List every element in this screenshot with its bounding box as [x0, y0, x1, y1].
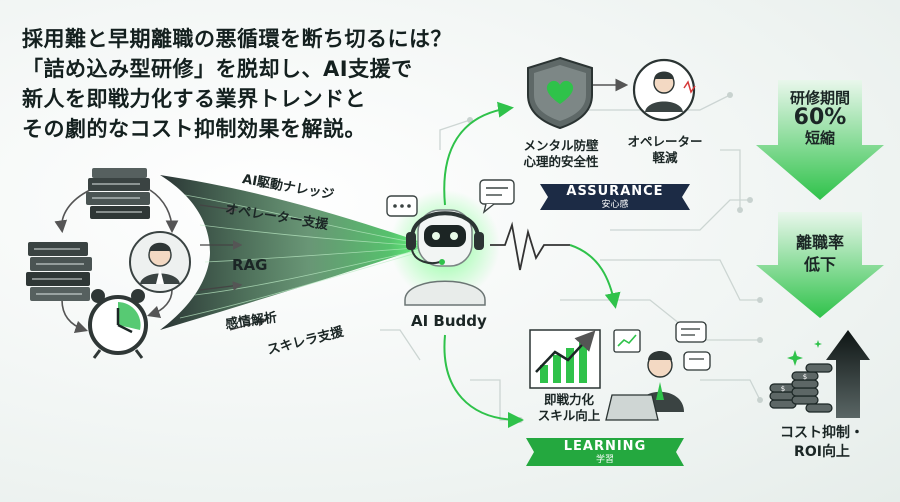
turnover-result-line2: 低下 — [803, 255, 836, 274]
arrow-to-learning-banner — [443, 334, 524, 428]
data-stream — [160, 175, 430, 330]
chat-bubble-icon — [386, 195, 418, 217]
worker-laptop-icon — [605, 351, 684, 421]
turnover-arrow-shape — [756, 212, 884, 318]
cost-result-line2: ROI向上 — [794, 444, 850, 460]
learning-banner-sub: 学習 — [595, 455, 614, 465]
stream-arrows — [199, 204, 268, 331]
books-icon — [86, 168, 150, 219]
mini-chart-icon — [613, 329, 641, 353]
safety-caption: メンタル防壁 心理的安全性 — [523, 138, 599, 169]
headline-line-3: 新人を即戦力化する業界トレンドと — [22, 87, 366, 111]
training-result-value: 60% — [793, 105, 847, 130]
training-result-line1: 研修期間 — [789, 89, 850, 107]
arrow-to-assurance — [443, 101, 514, 206]
stream-label-rag: RAG — [232, 256, 268, 274]
alarm-clock-icon — [88, 289, 148, 359]
assurance-banner: ASSURANCE 安心感 — [540, 184, 690, 211]
skill-caption: 即戦力化 スキル向上 — [537, 392, 601, 423]
speech-bubble-icon — [675, 321, 707, 343]
headline-line-2: 「詰め込み型研修」を脱却し、AI支援で — [22, 57, 413, 81]
operator-icon — [632, 58, 696, 122]
growth-chart-icon — [529, 329, 601, 389]
books-icon-2 — [26, 242, 92, 301]
headline-line-1: 採用難と早期離職の悪循環を断ち切るには？ — [22, 27, 452, 51]
waveform — [490, 221, 570, 271]
training-result-line3: 短縮 — [804, 129, 835, 147]
assurance-banner-shape — [540, 184, 690, 210]
coin-stack-icon: $ $ — [769, 363, 833, 413]
cost-result: コスト抑制・ ROI向上 — [760, 424, 884, 462]
training-result: 研修期間 60% 短縮 — [770, 88, 870, 148]
arrow-to-learning — [569, 244, 621, 309]
svg-text:$: $ — [781, 385, 785, 393]
assurance-banner-title: ASSURANCE — [566, 184, 664, 199]
training-arrow-shape — [756, 80, 884, 200]
turnover-result: 離職率 低下 — [770, 232, 870, 276]
speech-bubble-icon-2 — [683, 351, 711, 371]
cycle-arrows — [54, 189, 179, 334]
learning-banner-title: LEARNING — [563, 439, 647, 454]
svg-text:$: $ — [803, 373, 807, 381]
robot-icon — [404, 209, 486, 306]
message-bubble-icon — [479, 179, 515, 214]
learning-banner: LEARNING 学習 — [526, 439, 684, 466]
cost-result-line1: コスト抑制・ — [780, 425, 864, 441]
headline: 採用難と早期離職の悪循環を断ち切るには？ 「詰め込み型研修」を脱却し、AI支援で… — [22, 24, 462, 144]
turnover-result-line1: 離職率 — [795, 233, 844, 252]
assurance-banner-sub: 安心感 — [601, 200, 629, 210]
sparkle-icon — [787, 340, 822, 366]
roi-arrow-shape — [826, 330, 870, 418]
shield-heart-icon — [527, 56, 593, 130]
stressed-worker-icon — [129, 231, 191, 293]
ai-buddy-label: AI Buddy — [411, 312, 487, 330]
operator-caption: オペレーター 軽減 — [627, 134, 703, 165]
learning-banner-shape — [526, 438, 684, 466]
circuit-dots — [467, 92, 763, 423]
headline-line-4: その劇的なコスト抑制効果を解説。 — [22, 117, 366, 141]
